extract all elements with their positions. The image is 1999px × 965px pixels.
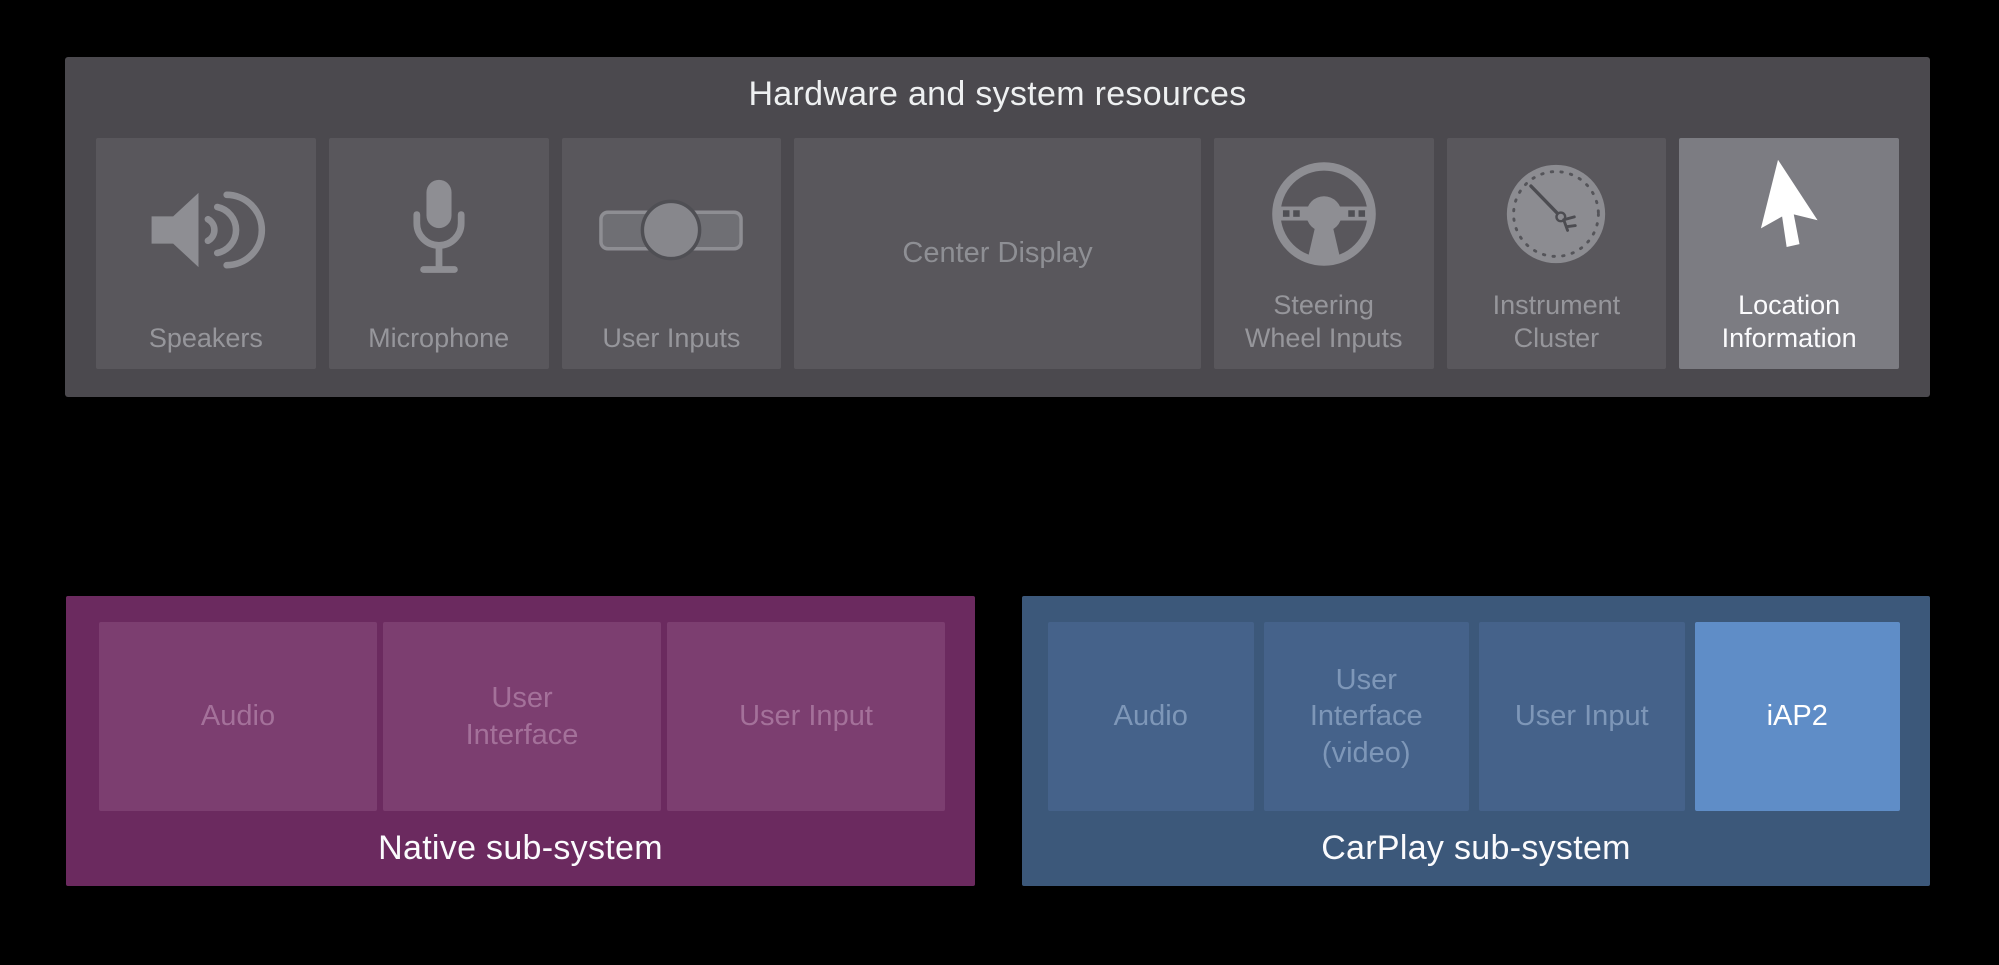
gauge-icon <box>1503 161 1609 267</box>
native-subsystem-panel: Audio User Interface User Input Native s… <box>66 596 975 886</box>
native-tiles-row: Audio User Interface User Input <box>99 622 945 811</box>
carplay-tile-user-interface-video: User Interface (video) <box>1263 622 1469 811</box>
icon-zone <box>1214 138 1434 289</box>
tile-label: Instrument Cluster <box>1492 290 1621 354</box>
carplay-tile-audio: Audio <box>1048 622 1254 811</box>
tile-label: User Input <box>739 700 873 733</box>
native-tile-user-interface: User Interface <box>383 622 661 811</box>
tile-label: Speakers <box>148 323 263 354</box>
tile-label: User Inputs <box>602 323 741 354</box>
icon-zone <box>329 138 549 322</box>
icon-zone <box>562 138 782 322</box>
native-subsystem-label: Native sub-system <box>378 829 663 867</box>
tile-label: Audio <box>1113 700 1188 733</box>
tile-instrument-cluster: Instrument Cluster <box>1446 138 1667 369</box>
carplay-subsystem-panel: Audio User Interface (video) User Input … <box>1022 596 1930 886</box>
carplay-tiles-row: Audio User Interface (video) User Input … <box>1048 622 1900 811</box>
speaker-icon <box>145 180 267 280</box>
icon-zone <box>96 138 316 322</box>
panel-title: Hardware and system resources <box>748 75 1247 113</box>
tile-label: iAP2 <box>1766 700 1828 733</box>
steering-wheel-icon <box>1268 158 1380 270</box>
hardware-panel: Hardware and system resources Speakers <box>65 57 1930 397</box>
tile-label: Microphone <box>368 323 510 354</box>
tile-location-information: Location Information <box>1679 138 1900 369</box>
tile-label: Steering Wheel Inputs <box>1244 290 1403 354</box>
native-tile-user-input: User Input <box>667 622 945 811</box>
tile-label: User Input <box>1514 700 1649 733</box>
carplay-tile-user-input: User Input <box>1479 622 1685 811</box>
tile-label: Center Display <box>902 236 1093 269</box>
tile-microphone: Microphone <box>328 138 549 369</box>
rotary-controller-icon <box>597 196 745 264</box>
tile-steering-wheel-inputs: Steering Wheel Inputs <box>1213 138 1434 369</box>
hardware-tiles-row: Speakers Microphone <box>96 138 1900 369</box>
microphone-icon <box>400 176 478 284</box>
carplay-tile-iap2: iAP2 <box>1694 622 1900 811</box>
carplay-subsystem-label: CarPlay sub-system <box>1321 829 1631 867</box>
native-tile-audio: Audio <box>99 622 377 811</box>
tile-speakers: Speakers <box>96 138 316 369</box>
tile-label: Audio <box>200 700 276 733</box>
tile-center-display: Center Display <box>794 138 1201 369</box>
icon-zone <box>1447 138 1667 289</box>
tile-label: Location Information <box>1721 290 1857 354</box>
icon-zone <box>1679 138 1899 289</box>
tile-label: User Interface <box>465 682 579 751</box>
cursor-arrow-icon <box>1741 159 1837 268</box>
tile-user-inputs: User Inputs <box>561 138 782 369</box>
tile-label: User Interface (video) <box>1309 664 1423 769</box>
